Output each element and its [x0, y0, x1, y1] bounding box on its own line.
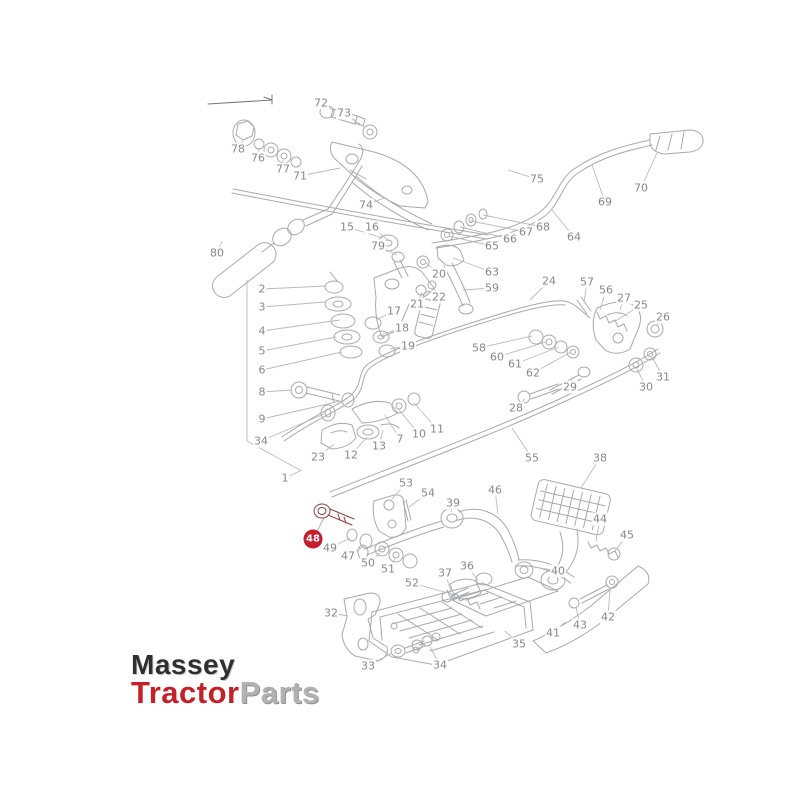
leader-lines — [216, 102, 664, 667]
brand-logo-massey: Massey — [131, 649, 236, 680]
brand-logo-tractor: Tractor — [131, 675, 240, 710]
brand-logo: Massey TractorParts — [131, 649, 320, 709]
brand-logo-parts: Parts — [239, 675, 320, 710]
brand-logo-line2: TractorParts — [131, 677, 320, 708]
